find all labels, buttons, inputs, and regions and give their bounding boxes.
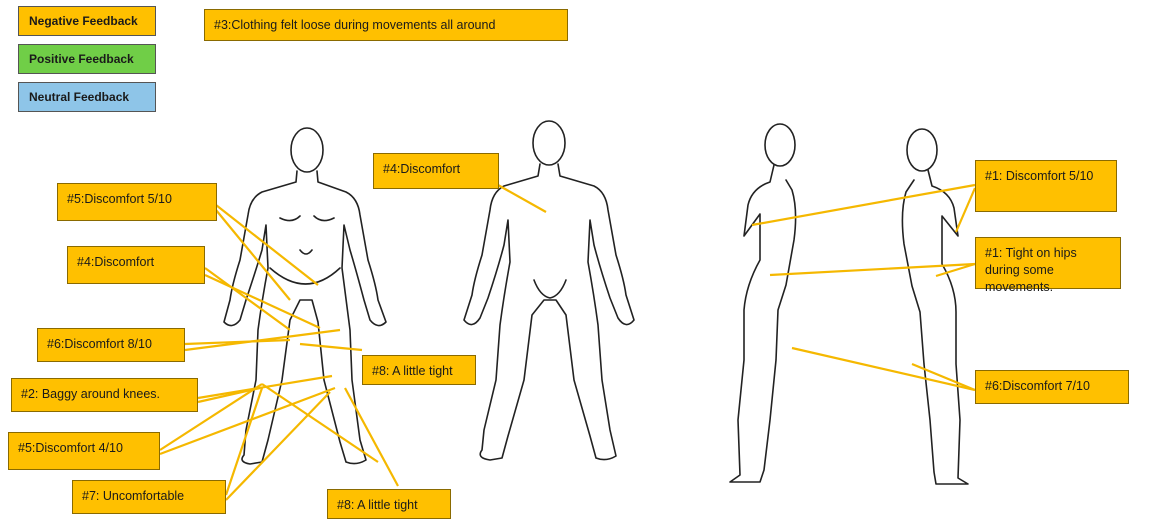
- annotation-arrows: [160, 185, 975, 500]
- feedback-back-discomfort: #4:Discomfort: [373, 153, 499, 189]
- feedback-front-baggy-knees: #2: Baggy around knees.: [11, 378, 198, 412]
- feedback-front-little-tight-lower: #8: A little tight: [327, 489, 451, 519]
- feedback-front-discomfort-4-10: #5:Discomfort 4/10: [8, 432, 160, 470]
- feedback-side-tight-hips: #1: Tight on hips during some movements.: [975, 237, 1121, 289]
- feedback-clothing-loose: #3:Clothing felt loose during movements …: [204, 9, 568, 41]
- feedback-front-discomfort-8-10: #6:Discomfort 8/10: [37, 328, 185, 362]
- feedback-front-uncomfortable: #7: Uncomfortable: [72, 480, 226, 514]
- feedback-front-little-tight-upper: #8: A little tight: [362, 355, 476, 385]
- feedback-side-discomfort-7-10: #6:Discomfort 7/10: [975, 370, 1129, 404]
- feedback-side-discomfort-5-10: #1: Discomfort 5/10: [975, 160, 1117, 212]
- feedback-front-discomfort: #4:Discomfort: [67, 246, 205, 284]
- side-body-figure-left: [902, 129, 968, 484]
- side-body-figure-right: [730, 124, 796, 482]
- feedback-front-discomfort-5-10: #5:Discomfort 5/10: [57, 183, 217, 221]
